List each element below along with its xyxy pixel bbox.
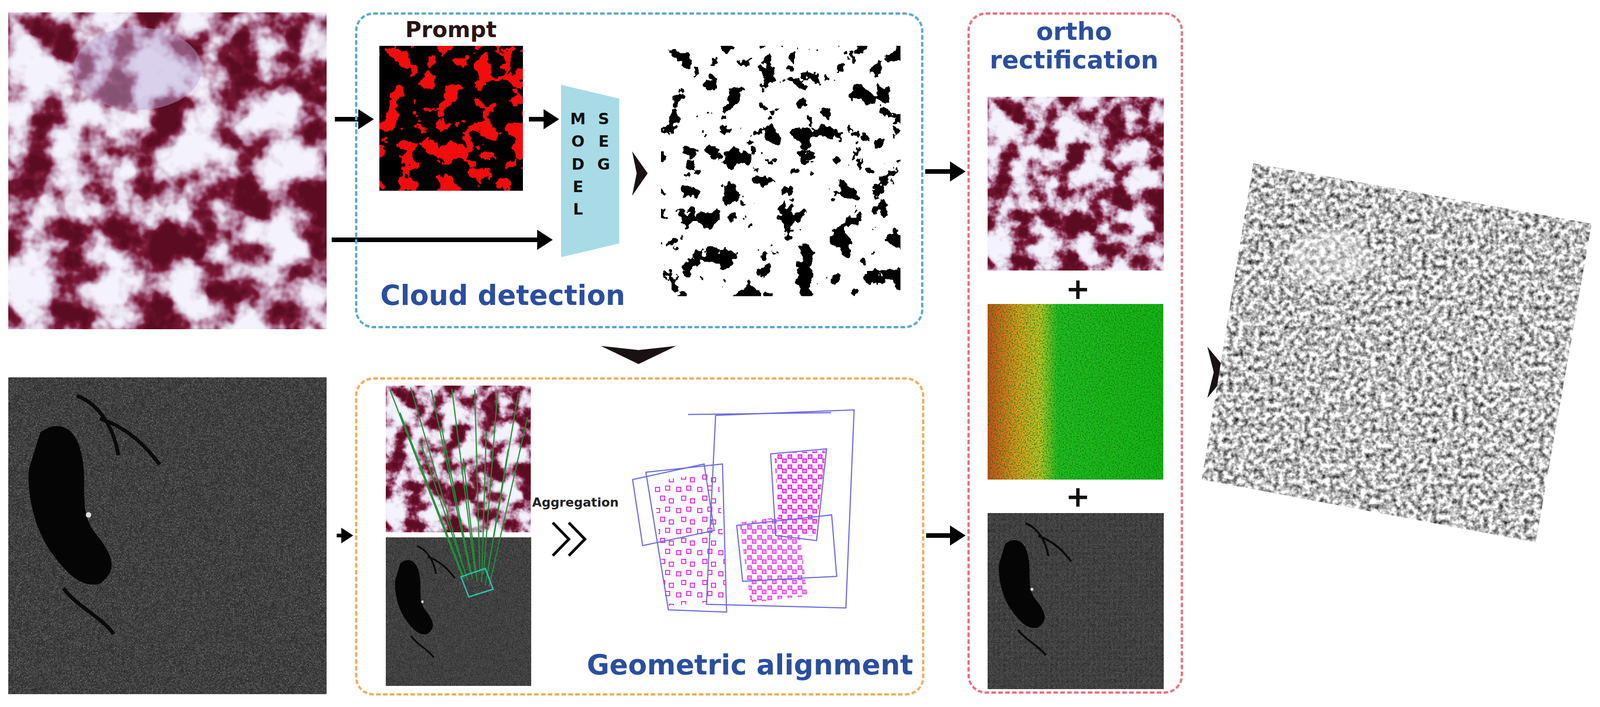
double-chevron [552,522,585,556]
matched-footprint [461,568,494,598]
image-heading: Prompt [379,16,523,44]
group-title: ortho rectification [969,17,1179,75]
step-label: Aggregation [532,495,619,511]
sar-image [8,377,327,695]
group-box: Geometric alignment [355,377,925,696]
group-box: ortho rectification [967,12,1184,695]
prompt-image [379,45,523,191]
plus-sign: + [1065,479,1091,515]
group-box: Cloud detection PromptMODEL SEG [355,12,924,329]
connector-line [528,116,546,122]
sar-copy [987,513,1164,689]
chevron-arrow [600,346,677,365]
connector [926,525,966,546]
arrow-head [632,151,648,196]
match-lines [389,387,528,588]
optical-copy [987,96,1164,271]
connector-line [925,169,952,174]
trapezoid-fill [561,84,620,258]
optical-image [8,12,327,330]
group-title: Geometric alignment [580,648,920,682]
dem-image [987,304,1164,480]
arrow-head [950,525,966,546]
connector [528,109,560,130]
haze [73,27,202,111]
cloud-mask [661,45,900,296]
plus-sign: + [1065,271,1091,307]
arrow-head [543,109,560,130]
sar-crop [385,537,531,686]
connector [925,161,966,182]
prompt-panel: Prompt [379,16,528,191]
trapezoid-shape [561,84,620,258]
connector-line [926,533,952,539]
arrow-head [950,161,966,182]
point-aggregation [632,410,855,613]
connector [600,346,677,365]
model-label: SEG [595,107,612,176]
model-trapezoid: MODEL SEG [561,84,620,258]
output-image [1192,155,1597,551]
group-title: Cloud detection [367,278,639,312]
model-label: MODEL [570,107,586,221]
